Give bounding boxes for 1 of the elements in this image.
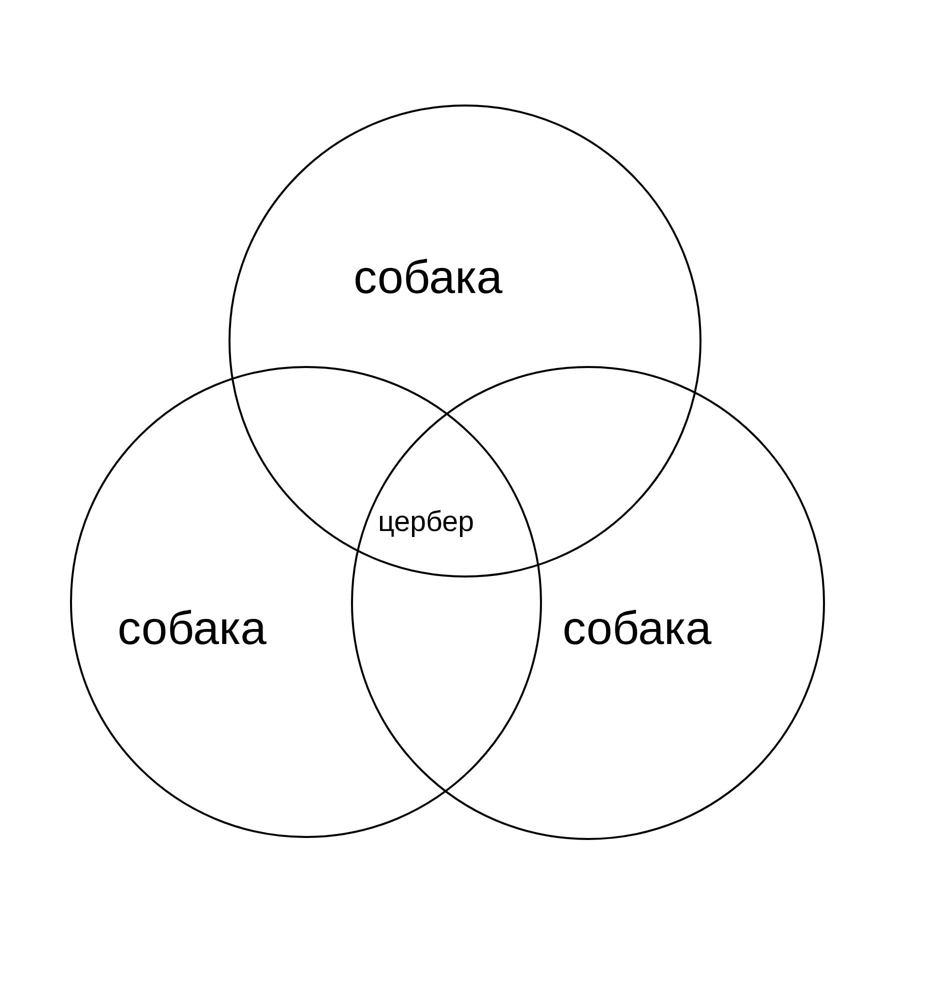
region-label: цербер bbox=[380, 510, 473, 537]
